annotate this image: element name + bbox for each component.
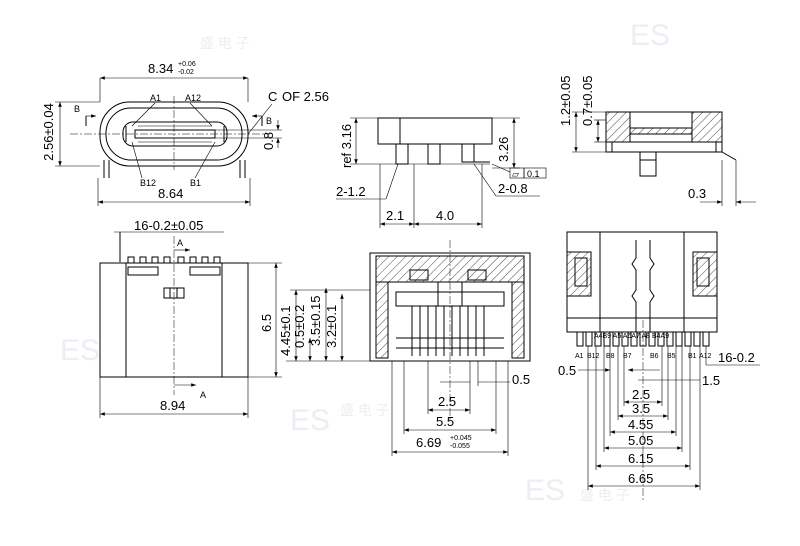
section-b-right: B (266, 116, 272, 126)
dim-slot: 16-0.2±0.05 (134, 218, 203, 233)
dim-326: 3.26 (496, 137, 511, 162)
dim-40: 4.0 (436, 208, 454, 223)
dim-t03: 0.3 (688, 186, 706, 201)
dim-lead-right: 2-0.8 (498, 181, 528, 196)
section-b-view: 1.2±0.05 0.7±0.05 0.3 (558, 75, 756, 206)
footprint-bottom-pins: A1 B12 B8 B7 B6 B5 B1 A12 (575, 353, 712, 360)
dim-d445: 4.45±0.1 (278, 305, 293, 356)
svg-text:B7: B7 (623, 353, 632, 360)
svg-text:ES: ES (60, 334, 100, 367)
dim-h07: 0.7±0.05 (580, 75, 595, 126)
dim-ref: ref 3.16 (339, 124, 354, 168)
pin-a1: A1 (150, 93, 161, 103)
svg-text:⏥: ⏥ (512, 169, 519, 179)
section-b-left: B (74, 104, 80, 114)
svg-text:A1: A1 (575, 353, 584, 360)
svg-text:B8: B8 (606, 353, 615, 360)
dim-fp615: 6.15 (628, 451, 653, 466)
cl-symbol: C (268, 89, 277, 104)
side-view: ref 3.16 3.26 ⏥ 0.1 2-1.2 2-0.8 2.1 4.0 (336, 117, 547, 228)
dim-fp505: 5.05 (628, 433, 653, 448)
dim-p55: 5.5 (436, 414, 454, 429)
svg-text:+0.06: +0.06 (178, 61, 196, 68)
dim-pad: 16-0.2 (718, 350, 755, 365)
footprint-top-pins: A4B9 A5 A6A7 A8 B4A9 (594, 333, 669, 340)
dim-lead-left: 2-1.2 (336, 184, 366, 199)
dim-width-top: 8.34 (148, 61, 173, 76)
svg-text:盛 电 子: 盛 电 子 (580, 487, 630, 503)
top-view: 16-0.2±0.05 A A 6.5 8.94 (99, 218, 282, 418)
watermark: ES ES ES ES 盛 电 子 盛 电 子 盛 电 子 (60, 19, 670, 507)
section-a-bottom: A (200, 390, 206, 400)
dim-p669: 6.69 (416, 435, 441, 450)
dim-p15: 1.5 (702, 373, 720, 388)
svg-text:B6: B6 (650, 353, 659, 360)
svg-text:ES: ES (290, 404, 330, 437)
dim-h12: 1.2±0.05 (558, 75, 573, 126)
top-slots (127, 256, 221, 276)
svg-text:B5: B5 (667, 353, 676, 360)
dim-p05: 0.5 (512, 372, 530, 387)
dim-21: 2.1 (386, 208, 404, 223)
dim-width-bottom: 8.64 (158, 186, 183, 201)
footprint-view: A4B9 A5 A6A7 A8 B4A9 A1 B12 B8 B7 B6 B5 … (558, 231, 760, 500)
dim-fp25: 2.5 (632, 387, 650, 402)
dim-d05: 0.5±0.2 (292, 305, 307, 348)
svg-text:盛 电 子: 盛 电 子 (340, 402, 390, 418)
dim-fp455: 4.55 (628, 417, 653, 432)
dim-left05: 0.5 (558, 363, 576, 378)
dim-d35: 3.5±0.15 (308, 295, 323, 346)
svg-text:ES: ES (525, 474, 565, 507)
svg-text:-0.02: -0.02 (178, 69, 194, 76)
dim-width: 8.94 (160, 398, 185, 413)
pin-b12: B12 (140, 178, 156, 188)
svg-text:-0.055: -0.055 (450, 443, 470, 450)
dim-fp665: 6.65 (628, 471, 653, 486)
dim-len: 6.5 (259, 314, 274, 332)
cl-of-text: OF 2.56 (282, 89, 329, 104)
dim-d32: 3.2±0.1 (324, 305, 339, 348)
dim-height: 2.56±0.04 (41, 103, 56, 161)
front-view: 2.56±0.04 8.34 +0.06 -0.02 A1 A12 B12 B1… (41, 61, 329, 206)
section-a-top: A (177, 238, 183, 248)
dim-fp35: 3.5 (632, 401, 650, 416)
dim-p25: 2.5 (438, 394, 456, 409)
svg-text:ES: ES (630, 19, 670, 52)
pin-b1: B1 (190, 178, 201, 188)
svg-text:盛 电 子: 盛 电 子 (200, 35, 250, 51)
svg-text:B12: B12 (587, 353, 600, 360)
section-a-view: 4.45±0.1 0.5±0.2 3.5±0.15 3.2±0.1 0.5 2.… (278, 240, 531, 456)
pin-a12: A12 (185, 93, 201, 103)
front-pins (138, 125, 212, 143)
svg-text:B1: B1 (688, 353, 697, 360)
svg-text:+0.045: +0.045 (450, 435, 472, 442)
dim-tongue: 0.8 (261, 132, 276, 150)
flatness-value: 0.1 (527, 169, 540, 179)
svg-text:A12: A12 (699, 353, 712, 360)
